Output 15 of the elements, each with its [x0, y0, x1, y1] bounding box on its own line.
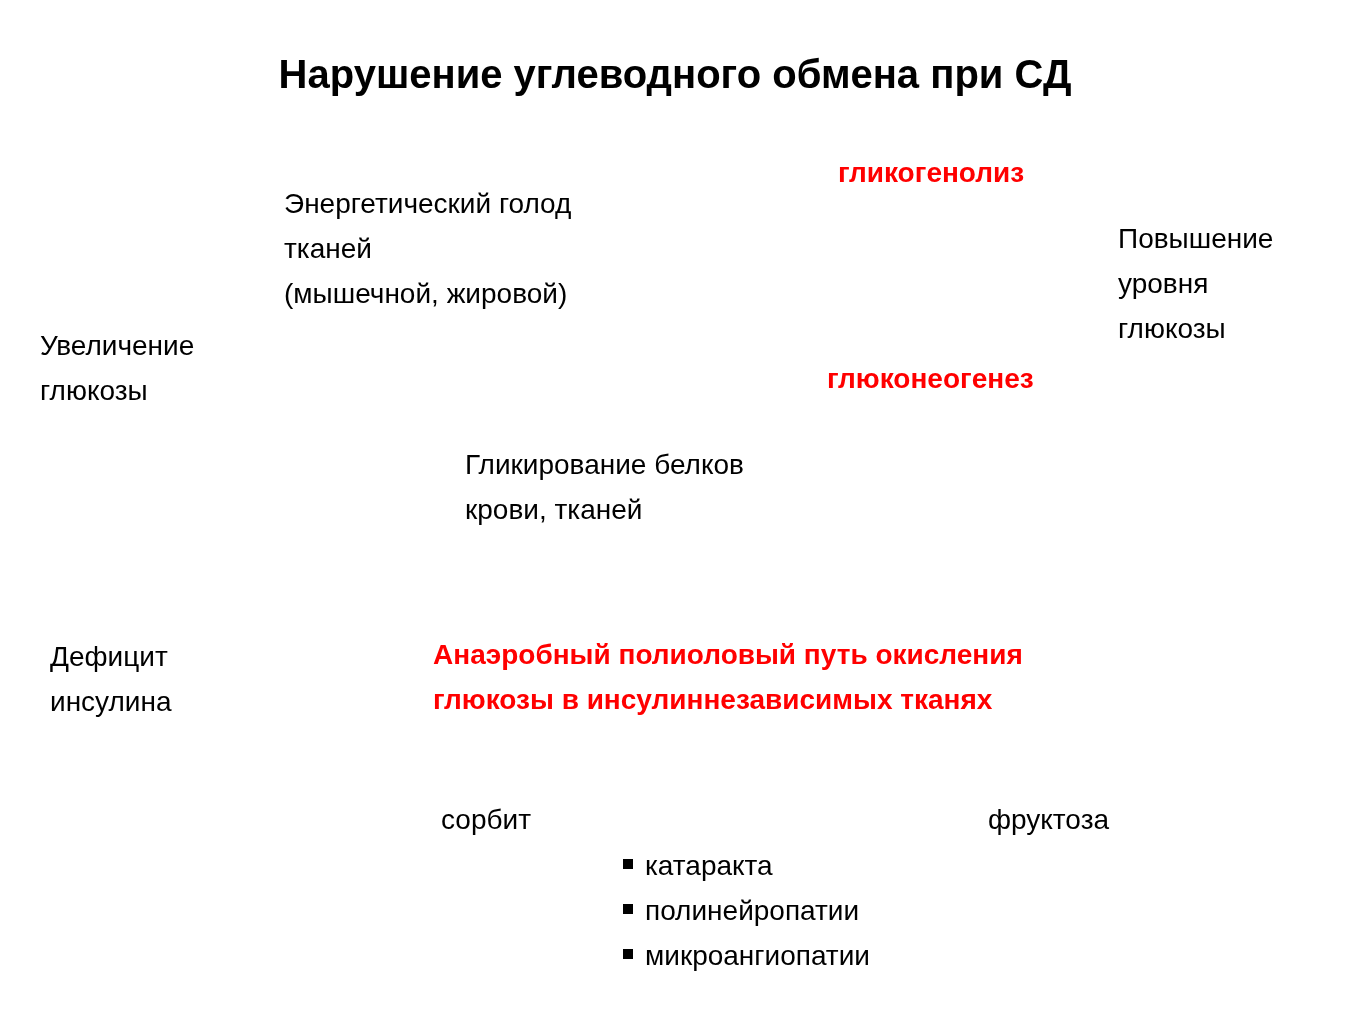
text-label: (мышечной, жировой): [284, 277, 568, 311]
list-item: полинейропатии: [645, 894, 860, 928]
slide-title: Нарушение углеводного обмена при СД: [277, 52, 1073, 97]
text-label: Энергетический голод тканей: [284, 187, 573, 266]
list-item: катаракта: [645, 849, 773, 883]
highlighted-term: глюконеогенез: [827, 362, 1034, 396]
text-label: фруктоза: [988, 803, 1110, 837]
text-label: Увеличение глюкозы: [40, 329, 196, 408]
text-label: Повышение уровня глюкозы: [1118, 222, 1275, 346]
list-item: микроангиопатии: [645, 939, 870, 973]
text-label: сорбит: [441, 803, 531, 837]
text-label: Гликирование белков крови, тканей: [465, 448, 745, 527]
highlighted-term: гликогенолиз: [838, 156, 1025, 190]
highlighted-term: Анаэробный полиоловый путь окисления глюкозы в инсулиннезависимых тканях: [433, 638, 1024, 717]
text-label: Дефицит инсулина: [50, 640, 173, 719]
